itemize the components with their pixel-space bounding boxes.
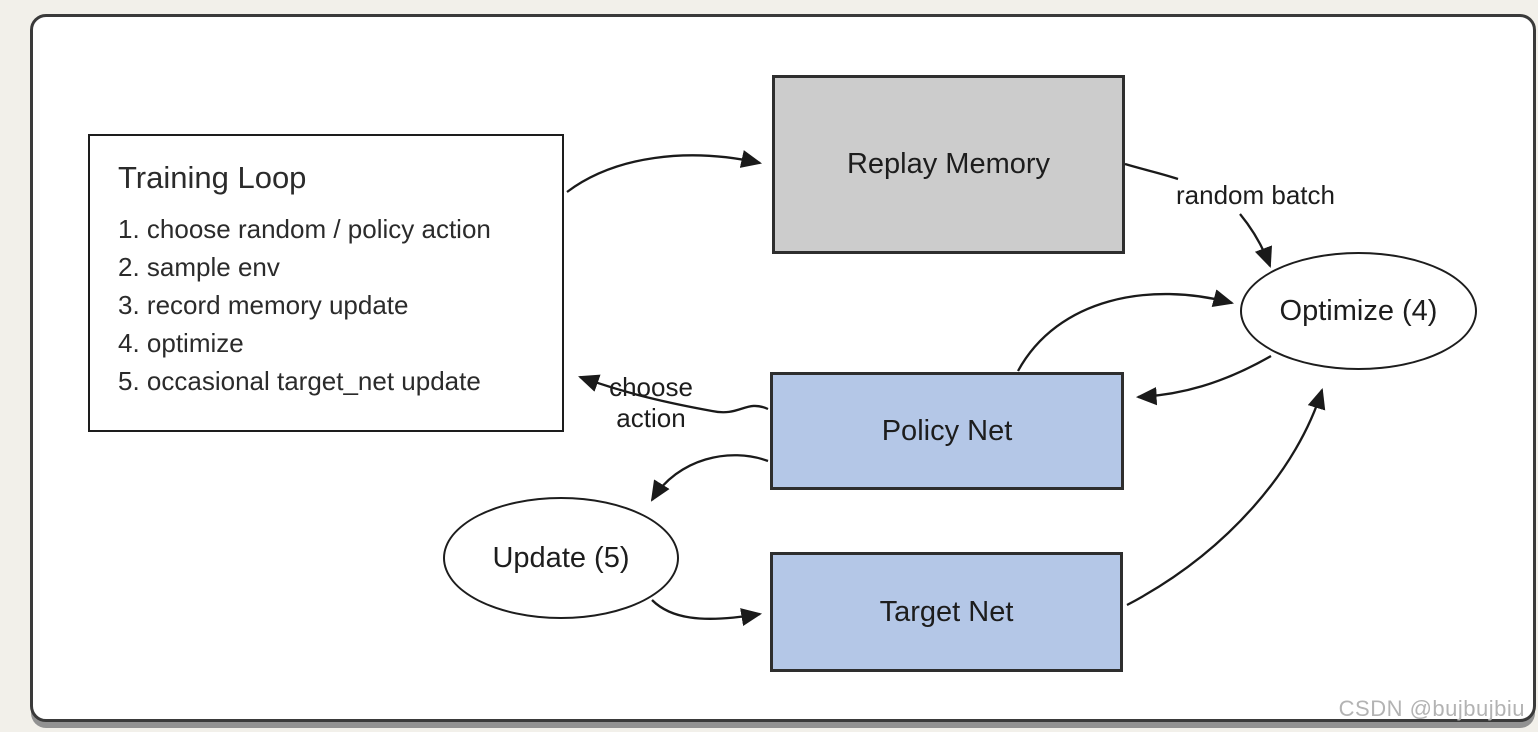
policy-net-node: Policy Net (770, 372, 1124, 490)
training-step: 2. sample env (118, 252, 280, 282)
optimize-node: Optimize (4) (1240, 252, 1477, 370)
update-label: Update (5) (492, 541, 630, 574)
training-step: 4. optimize (118, 328, 244, 358)
training-loop-title: Training Loop (118, 160, 307, 195)
replay-memory-label: Replay Memory (846, 148, 1051, 180)
random-batch-label: random batch (1176, 180, 1335, 210)
choose-action-label: choose action (609, 372, 693, 433)
training-step: 3. record memory update (118, 290, 409, 320)
training-step: 1. choose random / policy action (118, 214, 491, 244)
training-step: 5. occasional target_net update (118, 366, 481, 396)
target-net-label: Target Net (879, 595, 1014, 628)
target-net-node: Target Net (770, 552, 1123, 672)
replay-memory-node: Replay Memory (772, 75, 1125, 254)
watermark: CSDN @bujbujbiu (1338, 696, 1525, 721)
optimize-label: Optimize (4) (1279, 294, 1438, 327)
update-node: Update (5) (443, 497, 679, 619)
policy-net-label: Policy Net (881, 414, 1013, 447)
training-loop-box: Training Loop 1. choose random / policy … (88, 134, 564, 432)
